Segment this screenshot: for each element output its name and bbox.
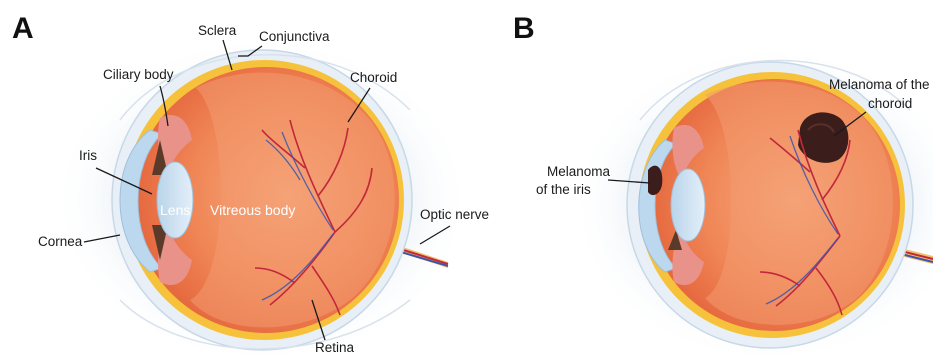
eye-with-melanoma-icon [570, 45, 933, 363]
label-iris: Iris [79, 148, 97, 163]
label-melanoma-iris-line2: of the iris [536, 182, 591, 197]
label-sclera: Sclera [198, 23, 237, 38]
label-melanoma-choroid-line1: Melanoma of the [829, 77, 930, 92]
label-cornea: Cornea [38, 234, 83, 249]
panel-letter-a: A [12, 12, 34, 45]
label-ciliary-body: Ciliary body [103, 67, 174, 82]
panel-letter-b: B [513, 12, 535, 45]
label-optic-nerve: Optic nerve [420, 207, 489, 222]
label-vitreous-body: Vitreous body [210, 202, 295, 218]
label-retina: Retina [315, 340, 355, 355]
lens-shape [157, 162, 193, 238]
panel-b: B [513, 12, 933, 363]
eye-cross-section-icon [52, 35, 472, 363]
panel-a: A [12, 12, 489, 363]
label-choroid: Choroid [350, 70, 397, 85]
label-conjunctiva: Conjunctiva [259, 29, 330, 44]
label-melanoma-iris-line1: Melanoma [547, 164, 611, 179]
label-melanoma-choroid-line2: choroid [868, 96, 912, 111]
label-lens: Lens [160, 202, 190, 218]
